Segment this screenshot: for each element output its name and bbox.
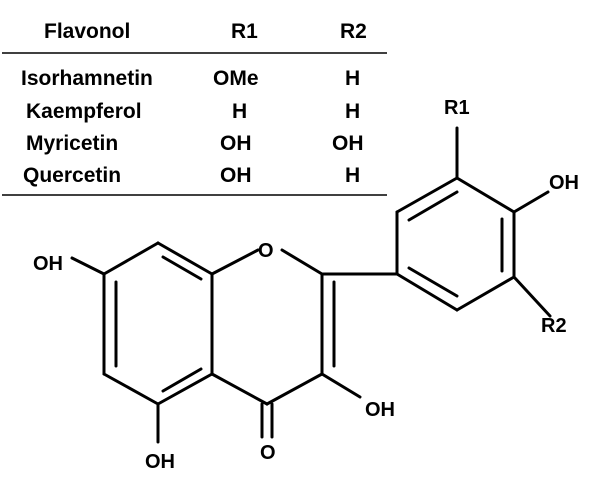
- bond: [395, 176, 459, 214]
- double-bond: [161, 367, 203, 393]
- oh-4prime-label: OH: [549, 172, 579, 194]
- row-r1: H: [232, 100, 247, 123]
- substituent-table: Flavonol R1 R2 Isorhamnetin OMe H Kaempf…: [2, 20, 387, 196]
- double-bond: [407, 266, 459, 298]
- oh-7-bond: [70, 256, 106, 276]
- carbonyl-oxygen-label: O: [260, 442, 276, 464]
- header-flavonol: Flavonol: [44, 20, 130, 43]
- ring-c: [210, 248, 336, 439]
- ring-b: [320, 176, 516, 312]
- r2-label: R2: [541, 315, 567, 337]
- row-r1: OH: [220, 164, 252, 187]
- r1-label: R1: [444, 97, 470, 119]
- oh-3-bond: [320, 372, 362, 399]
- bond: [102, 241, 160, 276]
- oh-5-label: OH: [145, 451, 175, 473]
- row-r2: H: [345, 100, 360, 123]
- double-bond: [407, 190, 459, 222]
- bond: [210, 248, 260, 276]
- bond: [210, 372, 269, 406]
- bond: [455, 275, 516, 312]
- header-r2: R2: [340, 20, 367, 43]
- bond: [102, 372, 160, 406]
- row-name: Myricetin: [26, 132, 118, 155]
- row-name: Isorhamnetin: [21, 67, 153, 90]
- r2-bond: [512, 275, 552, 318]
- header-r1: R1: [231, 20, 258, 43]
- row-r2: H: [345, 164, 360, 187]
- bond: [455, 176, 516, 214]
- row-r2: OH: [332, 132, 364, 155]
- row-r1: OMe: [213, 67, 259, 90]
- flavonol-structure: O O R1 OH R2 OH OH OH: [33, 97, 579, 473]
- bond: [265, 372, 324, 406]
- row-r2: H: [345, 67, 360, 90]
- double-bond: [161, 255, 203, 281]
- oh-7-label: OH: [33, 253, 63, 275]
- oh-3-label: OH: [365, 399, 395, 421]
- bond: [156, 241, 214, 276]
- ring-a: [102, 241, 214, 406]
- bond: [395, 272, 459, 312]
- ring-oxygen-label: O: [258, 240, 274, 262]
- bond: [156, 372, 214, 406]
- row-name: Quercetin: [23, 164, 121, 187]
- oh-4prime-bond: [512, 190, 550, 214]
- bond: [280, 248, 324, 276]
- row-r1: OH: [220, 132, 252, 155]
- row-name: Kaempferol: [26, 100, 142, 123]
